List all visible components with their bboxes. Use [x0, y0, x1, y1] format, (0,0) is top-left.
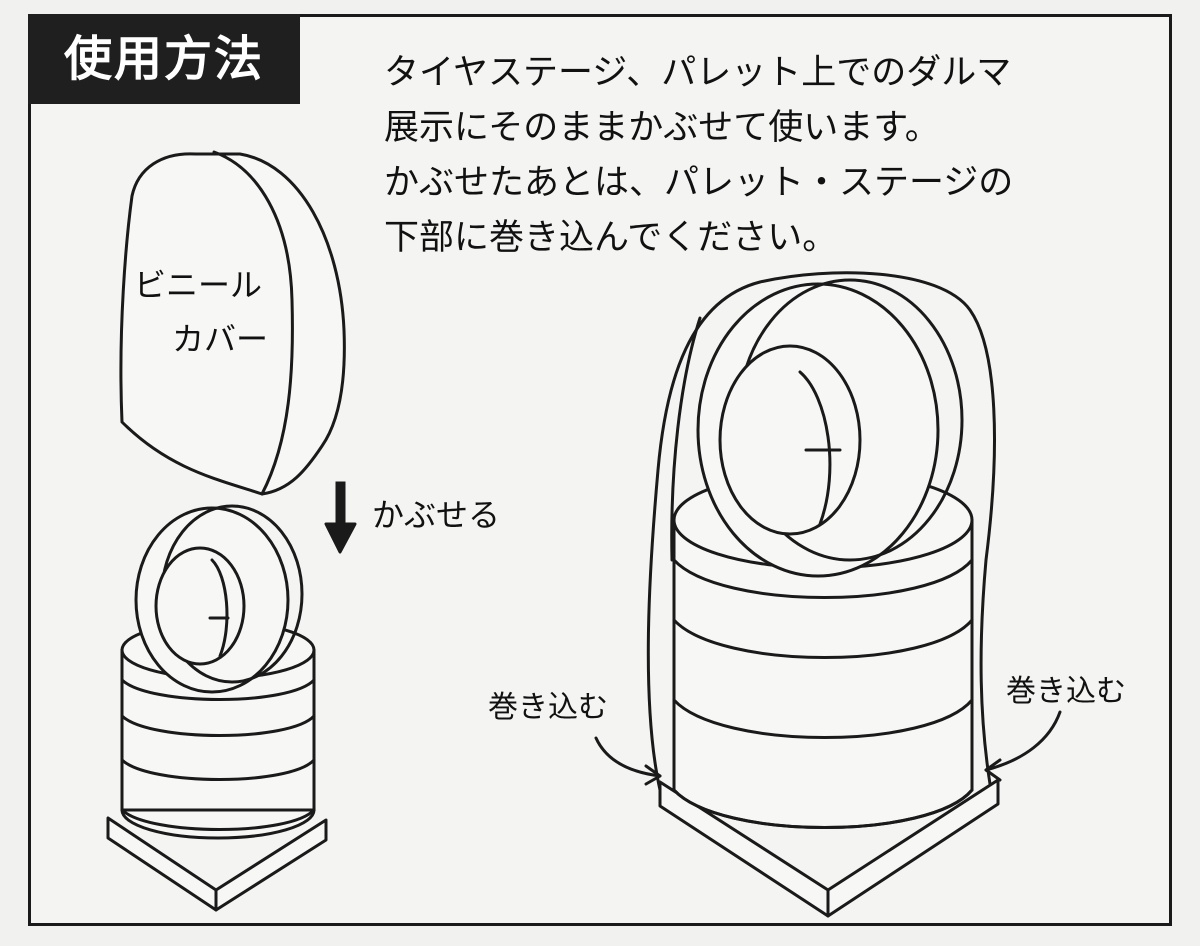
instruction-line-2: 展示にそのままかぶせて使います。: [384, 108, 940, 148]
instruction-line-3: かぶせたあとは、パレット・ステージの: [384, 163, 1014, 203]
instruction-text: タイヤステージ、パレット上でのダルマ 展示にそのままかぶせて使います。 かぶせた…: [384, 46, 1174, 266]
vinyl-cover-label-line2: カバー: [172, 320, 269, 358]
vinyl-cover-illustration: [119, 150, 346, 496]
tire-stack-left: [106, 504, 328, 912]
section-title: 使用方法: [28, 14, 300, 104]
instruction-line-4: 下部に巻き込んでください。: [384, 218, 838, 258]
tuck-in-arrow-left: [594, 736, 662, 786]
down-arrow-icon: [324, 481, 357, 554]
put-on-label: かぶせる: [372, 496, 501, 534]
tuck-in-label-left: 巻き込む: [488, 690, 608, 725]
tuck-in-label-right: 巻き込む: [1006, 674, 1126, 709]
tuck-in-arrow-right: [984, 710, 1062, 782]
instruction-line-1: タイヤステージ、パレット上でのダルマ: [384, 53, 1012, 93]
vinyl-cover-label-line1: ビニール: [134, 266, 263, 304]
tire-stack-covered-right: [646, 271, 1000, 918]
